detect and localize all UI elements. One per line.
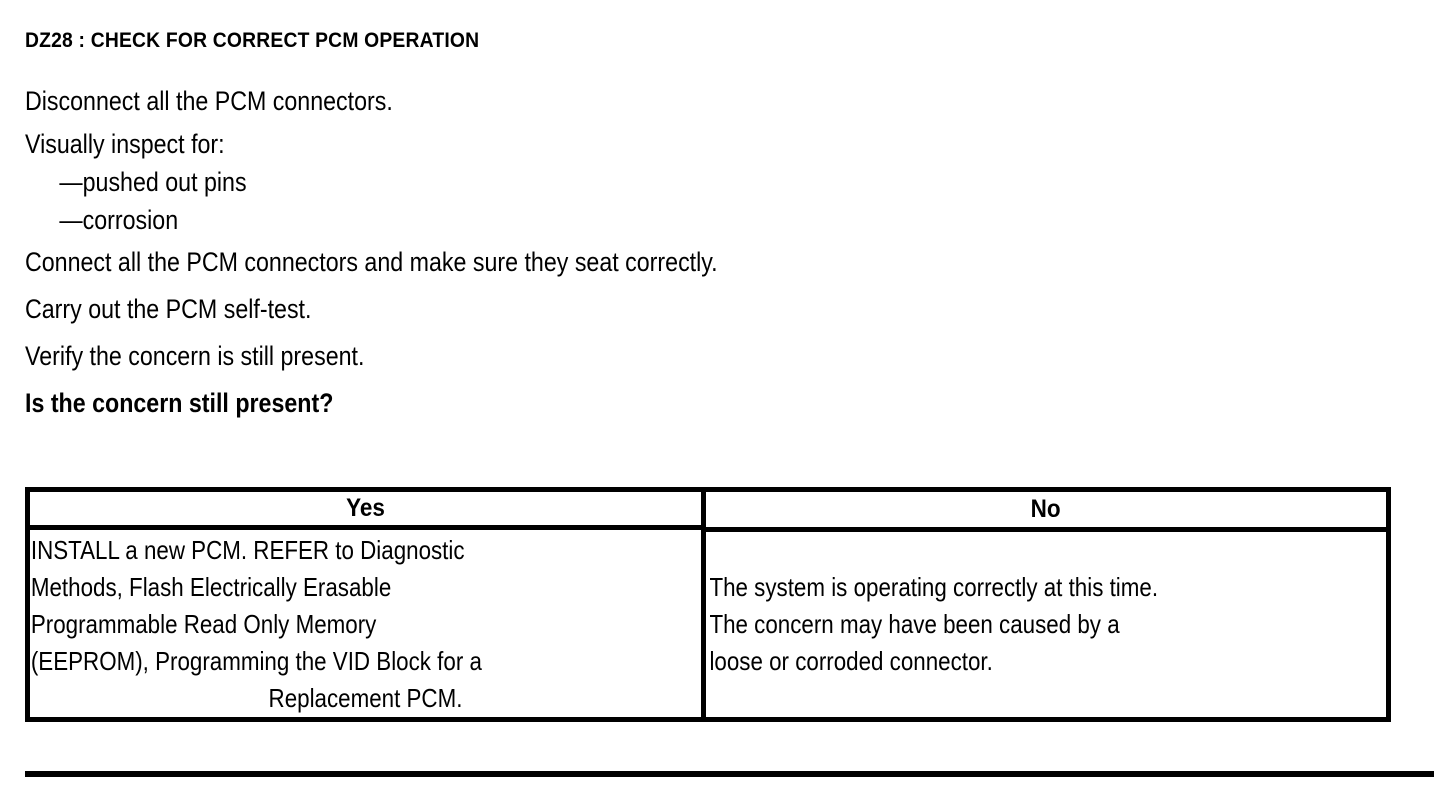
column-header-no: No [706, 492, 1386, 532]
column-header-yes: Yes [30, 492, 701, 530]
cell-line: INSTALL a new PCM. REFER to Diagnostic [30, 535, 465, 565]
step-line: Visually inspect for: [25, 129, 225, 159]
step-line: Verify the concern is still present. [25, 341, 365, 371]
cell-line: Programmable Read Only Memory [30, 609, 377, 639]
step-line: Disconnect all the PCM connectors. [25, 86, 393, 116]
decision-column-yes: Yes INSTALL a new PCM. REFER to Diagnost… [30, 492, 706, 717]
step-line: Carry out the PCM self-test. [25, 294, 312, 324]
cell-line: The system is operating correctly at thi… [709, 572, 1159, 602]
step-question: Is the concern still present? [25, 388, 334, 418]
step-line: —corrosion [59, 205, 179, 235]
decision-cell-yes: INSTALL a new PCM. REFER to Diagnostic M… [30, 530, 701, 717]
column-header-yes-label: Yes [346, 494, 385, 522]
cell-line: Replacement PCM. [268, 683, 463, 713]
cell-line: loose or corroded connector. [709, 646, 993, 676]
cell-line: The concern may have been caused by a [709, 609, 1120, 639]
step-line: —pushed out pins [59, 167, 247, 197]
cell-line: (EEPROM), Programming the VID Block for … [30, 646, 482, 676]
cell-line: Methods, Flash Electrically Erasable [30, 572, 392, 602]
decision-cell-no: The system is operating correctly at thi… [706, 532, 1386, 717]
decision-table: Yes INSTALL a new PCM. REFER to Diagnost… [25, 487, 1391, 722]
bottom-rule [25, 771, 1434, 777]
decision-column-no: No The system is operating correctly at … [706, 492, 1386, 717]
column-header-no-label: No [1030, 495, 1061, 523]
step-line: Connect all the PCM connectors and make … [25, 247, 718, 277]
procedure-steps: Disconnect all the PCM connectors. Visua… [25, 78, 1425, 427]
page-heading: DZ28 : CHECK FOR CORRECT PCM OPERATION [25, 29, 480, 52]
